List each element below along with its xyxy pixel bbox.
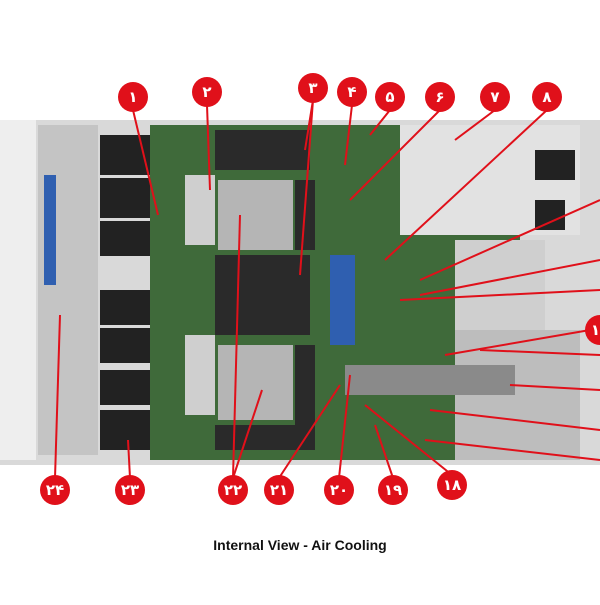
- callout-24: ۲۴: [40, 475, 70, 505]
- callout-11: ۱۱: [585, 315, 600, 345]
- callout-4: ۴: [337, 77, 367, 107]
- callout-20: ۲۰: [324, 475, 354, 505]
- front-panel: [0, 120, 36, 460]
- callout-2: ۲: [192, 77, 222, 107]
- blue-latch: [44, 175, 56, 285]
- heatsink-cpu-1: [218, 180, 293, 250]
- callout-21: ۲۱: [264, 475, 294, 505]
- drive-bay: [38, 125, 98, 455]
- heatsink-2: [185, 335, 215, 415]
- callout-7: ۷: [480, 82, 510, 112]
- callout-8: ۸: [532, 82, 562, 112]
- callout-5: ۵: [375, 82, 405, 112]
- callout-1: ۱: [118, 82, 148, 112]
- callout-6: ۶: [425, 82, 455, 112]
- figure-caption: Internal View - Air Cooling: [213, 537, 387, 553]
- callout-19: ۱۹: [378, 475, 408, 505]
- dimm-slots: [215, 130, 315, 450]
- callout-18: ۱۸: [437, 470, 467, 500]
- fan-array: [100, 135, 150, 450]
- callout-23: ۲۳: [115, 475, 145, 505]
- blue-lever: [330, 255, 355, 345]
- leader-lines: [54, 99, 600, 479]
- callout-22: ۲۲: [218, 475, 248, 505]
- callout-3: ۳: [298, 73, 328, 103]
- pcie-riser-card: [345, 365, 515, 395]
